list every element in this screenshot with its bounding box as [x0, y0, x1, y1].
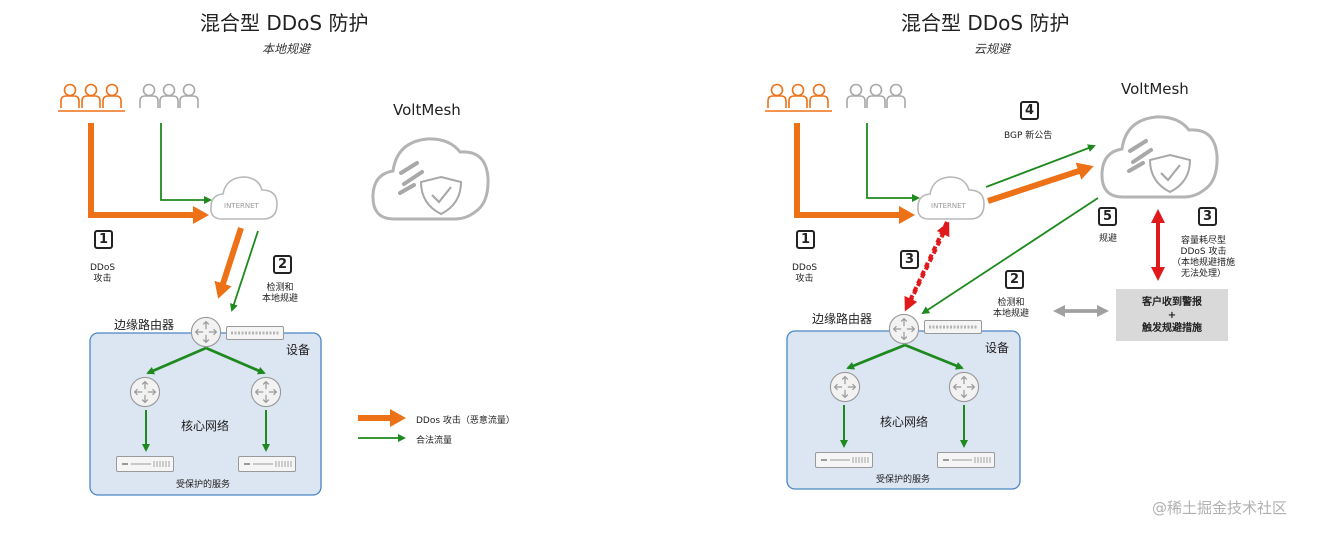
left-edge-router-label: 边缘路由器 — [114, 318, 175, 332]
internet-cloud-icon — [210, 176, 278, 220]
left-step-2-badge: 2 — [273, 255, 292, 274]
right-step-2-line2: 本地规避 — [993, 309, 1030, 319]
left-step-1-text: DDoS 攻击 — [90, 263, 115, 285]
core-router-right-icon — [250, 376, 282, 408]
right-core-network-label: 核心网络 — [880, 415, 929, 429]
voltmesh-cloud-icon-right — [1100, 115, 1219, 199]
right-step-2-badge: 2 — [1005, 270, 1024, 289]
alert-notice-line1: 客户收到警报 — [1142, 296, 1202, 308]
left-step-2-line1: 检测和 — [266, 283, 294, 293]
voltmesh-cloud-icon — [371, 137, 490, 221]
right-step-4-text: BGP 新公告 — [1004, 131, 1053, 141]
right-step-1-text: DDoS 攻击 — [792, 263, 817, 285]
right-diagram — [765, 83, 1219, 490]
left-step-2-text: 检测和 本地规避 — [262, 283, 298, 305]
right-voltmesh-label: VoltMesh — [1121, 80, 1189, 98]
ddos-attack-arrow-2 — [214, 227, 244, 299]
right-step-3b-line4: 无法处理） — [1181, 269, 1227, 279]
right-step-1-badge: 1 — [796, 230, 815, 249]
dotted-attack-arrow — [904, 221, 949, 312]
right-step-1-line2: 攻击 — [795, 274, 814, 284]
ddos-attack-arrow — [88, 123, 209, 224]
protected-server-right-icon-right — [937, 452, 995, 468]
left-core-network-label: 核心网络 — [181, 419, 230, 433]
protected-server-right-icon — [238, 456, 296, 472]
ddos-attack-arrow-right — [794, 123, 915, 224]
core-router-left-icon — [129, 376, 161, 408]
right-step-3b-line2: DDoS 攻击 — [1180, 247, 1227, 257]
core-link-left-right — [846, 343, 906, 370]
legend — [358, 409, 406, 442]
left-internet-label: INTERNET — [224, 202, 259, 210]
right-step-3b-line3: （本地规避措施 — [1172, 258, 1236, 268]
core-router-right-icon-right — [948, 371, 980, 403]
right-title: 混合型 DDoS 防护 — [901, 11, 1070, 35]
attacker-group-icon-right — [765, 83, 832, 112]
right-subtitle: 云规避 — [974, 42, 1011, 56]
right-edge-router-label: 边缘路由器 — [812, 312, 873, 326]
legit-users-icon — [139, 83, 199, 109]
legit-traffic-arrow-right — [866, 123, 920, 202]
device-switch-icon — [226, 326, 284, 340]
attacker-group-icon — [58, 83, 125, 112]
right-step-2-line1: 检测和 — [997, 298, 1025, 308]
alert-notice-line3: 触发规避措施 — [1142, 322, 1202, 334]
left-device-label: 设备 — [286, 343, 311, 357]
left-diagram — [58, 83, 490, 496]
ddos-to-voltmesh-arrow — [987, 162, 1094, 204]
right-step-2-text: 检测和 本地规避 — [993, 298, 1029, 320]
legit-traffic-arrow — [160, 123, 212, 204]
left-protected-services-label: 受保护的服务 — [176, 480, 231, 490]
right-step-5-text: 规避 — [1099, 234, 1118, 244]
right-step-3-badge: 3 — [900, 250, 919, 269]
right-step-4-badge: 4 — [1020, 101, 1039, 120]
core-link-right-right — [904, 343, 964, 370]
alert-notice-line2: + — [1167, 309, 1177, 321]
left-step-2-line2: 本地规避 — [262, 294, 299, 304]
protected-server-left-icon — [116, 456, 174, 472]
alert-notice-box: 客户收到警报 + 触发规避措施 — [1116, 289, 1228, 341]
legit-traffic-arrow-2 — [230, 230, 259, 312]
right-device-label: 设备 — [985, 341, 1010, 355]
left-step-1-badge: 1 — [94, 230, 113, 249]
left-subtitle: 本地规避 — [262, 42, 311, 56]
left-step-1-line2: 攻击 — [93, 274, 112, 284]
left-step-1-line1: DDoS — [90, 263, 116, 273]
core-link-left — [146, 346, 207, 375]
bgp-announce-arrow — [985, 144, 1096, 188]
legend-legit-label: 合法流量 — [416, 436, 453, 446]
right-step-3b-text: 容量耗尽型 DDoS 攻击 （本地规避措施 无法处理） — [1172, 236, 1235, 280]
legit-users-icon-right — [846, 83, 906, 109]
device-switch-icon-right — [924, 320, 982, 334]
edge-router-icon-right — [888, 313, 920, 345]
core-router-left-icon-right — [829, 371, 861, 403]
right-step-5-badge: 5 — [1098, 207, 1117, 226]
right-step-1-line1: DDoS — [792, 263, 818, 273]
right-step-3b-line1: 容量耗尽型 — [1181, 236, 1227, 246]
legend-ddos-label: DDos 攻击（恶意流量） — [416, 416, 515, 426]
edge-router-icon — [190, 316, 222, 348]
right-step-3b-badge: 3 — [1198, 207, 1217, 226]
protected-server-left-icon-right — [815, 452, 873, 468]
right-internet-label: INTERNET — [931, 202, 966, 210]
left-title: 混合型 DDoS 防护 — [200, 11, 369, 35]
watermark: @稀土掘金技术社区 — [1152, 499, 1288, 517]
clean-traffic-arrow — [921, 197, 1099, 315]
core-link-right — [205, 346, 266, 375]
left-voltmesh-label: VoltMesh — [393, 101, 461, 119]
internet-cloud-icon-right — [917, 176, 985, 220]
right-protected-services-label: 受保护的服务 — [876, 475, 931, 485]
